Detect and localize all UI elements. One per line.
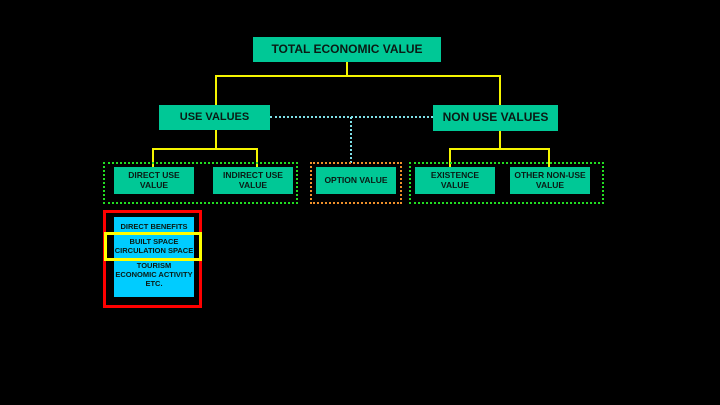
non-use-values-box: NON USE VALUES xyxy=(433,105,558,131)
connector xyxy=(499,131,501,149)
non-use-group xyxy=(409,162,604,204)
benefit-item: BUILT SPACE xyxy=(129,237,179,246)
option-group xyxy=(310,162,402,204)
connector xyxy=(499,75,501,105)
label: OTHER NON-USE xyxy=(514,169,586,180)
connector xyxy=(346,62,348,77)
connector xyxy=(256,148,258,167)
benefit-item: ECONOMIC ACTIVITY xyxy=(115,270,193,279)
connector xyxy=(548,148,550,167)
benefit-item: CIRCULATION SPACE xyxy=(114,246,194,255)
label: INDIRECT USE xyxy=(223,169,283,180)
benefit-item: ETC. xyxy=(145,279,163,288)
benefits-title: DIRECT BENEFITS xyxy=(120,222,188,231)
benefit-item: TOURISM xyxy=(136,261,172,270)
connector xyxy=(152,148,258,150)
connector xyxy=(449,148,451,167)
use-group xyxy=(103,162,298,204)
label: VALUE xyxy=(139,179,169,190)
label: EXISTENCE xyxy=(430,169,480,180)
connector xyxy=(449,148,550,150)
option-connector xyxy=(350,117,352,163)
option-value-box: OPTION VALUE xyxy=(316,167,396,194)
connector xyxy=(215,130,217,149)
connector xyxy=(215,75,501,77)
connector xyxy=(152,148,154,167)
label: DIRECT USE xyxy=(128,169,180,180)
label: VALUE xyxy=(238,179,268,190)
use-values-box: USE VALUES xyxy=(159,105,270,130)
label: VALUE xyxy=(440,179,470,190)
label: VALUE xyxy=(535,179,565,190)
direct-benefits-box: DIRECT BENEFITS BUILT SPACE CIRCULATION … xyxy=(114,217,194,297)
total-economic-value-box: TOTAL ECONOMIC VALUE xyxy=(253,37,441,62)
yellow-highlight xyxy=(104,232,202,261)
connector xyxy=(215,75,217,105)
